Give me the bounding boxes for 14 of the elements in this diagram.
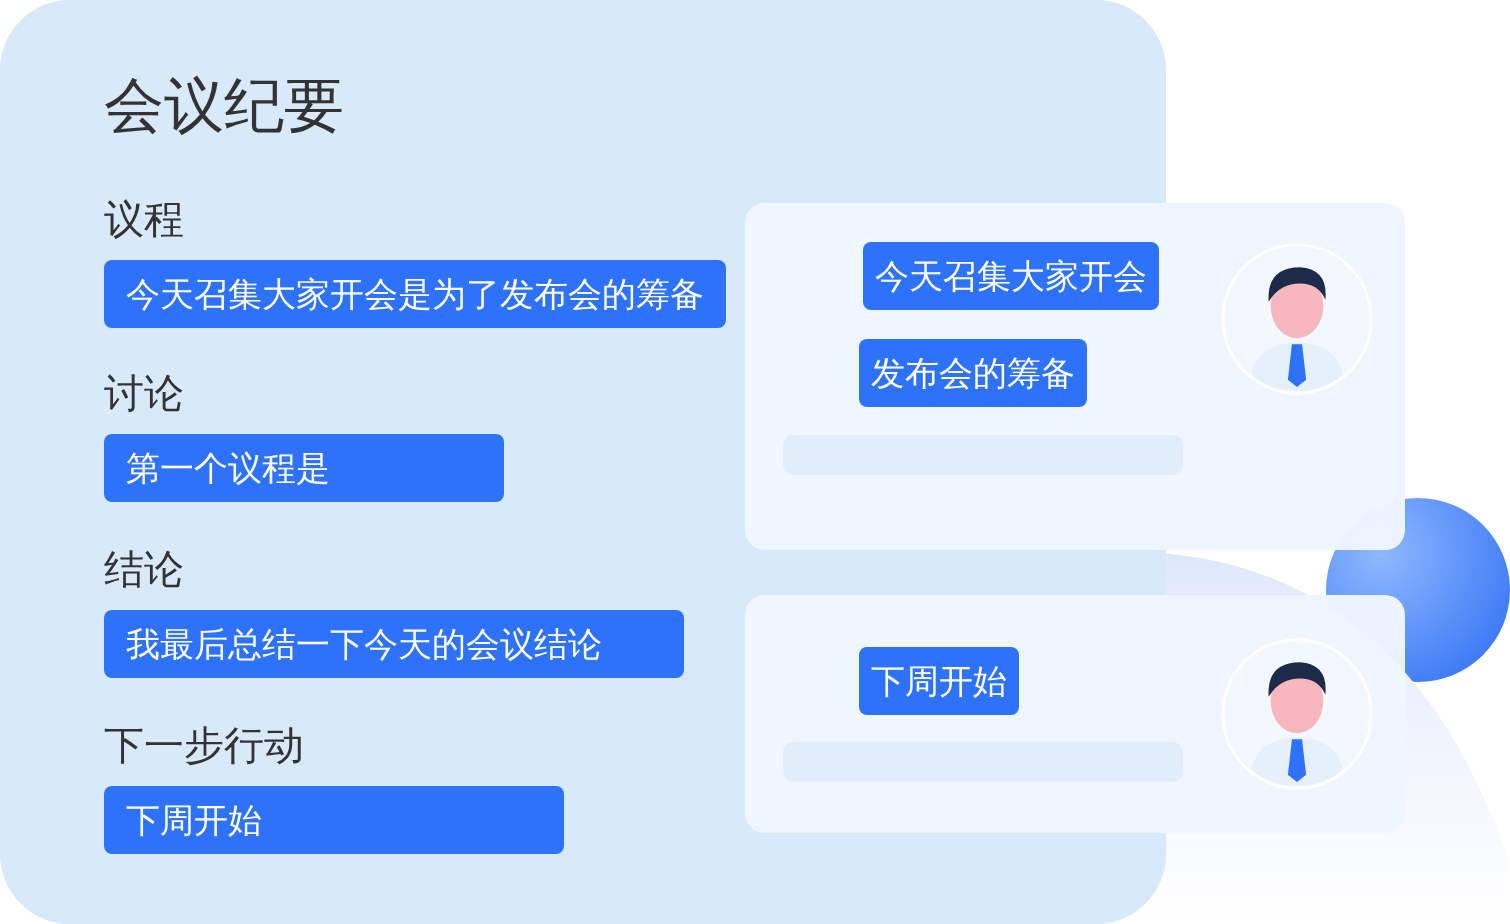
section-heading: 结论 xyxy=(104,545,184,594)
text-bar: 第一个议程是 xyxy=(104,434,504,502)
chat-bubble: 今天召集大家开会 xyxy=(863,242,1159,310)
text-bar: 下周开始 xyxy=(104,786,564,854)
chat-bubble: 发布会的筹备 xyxy=(859,339,1087,407)
avatar-icon xyxy=(1221,638,1373,790)
chat-bubble: 下周开始 xyxy=(859,647,1019,715)
section-heading: 议程 xyxy=(104,195,184,244)
text-bar: 我最后总结一下今天的会议结论 xyxy=(104,610,684,678)
section-heading: 下一步行动 xyxy=(104,721,304,770)
page-title: 会议纪要 xyxy=(104,69,344,142)
section-heading: 讨论 xyxy=(104,369,184,418)
avatar-icon xyxy=(1221,243,1373,395)
text-bar: 今天召集大家开会是为了发布会的筹备 xyxy=(104,260,726,328)
